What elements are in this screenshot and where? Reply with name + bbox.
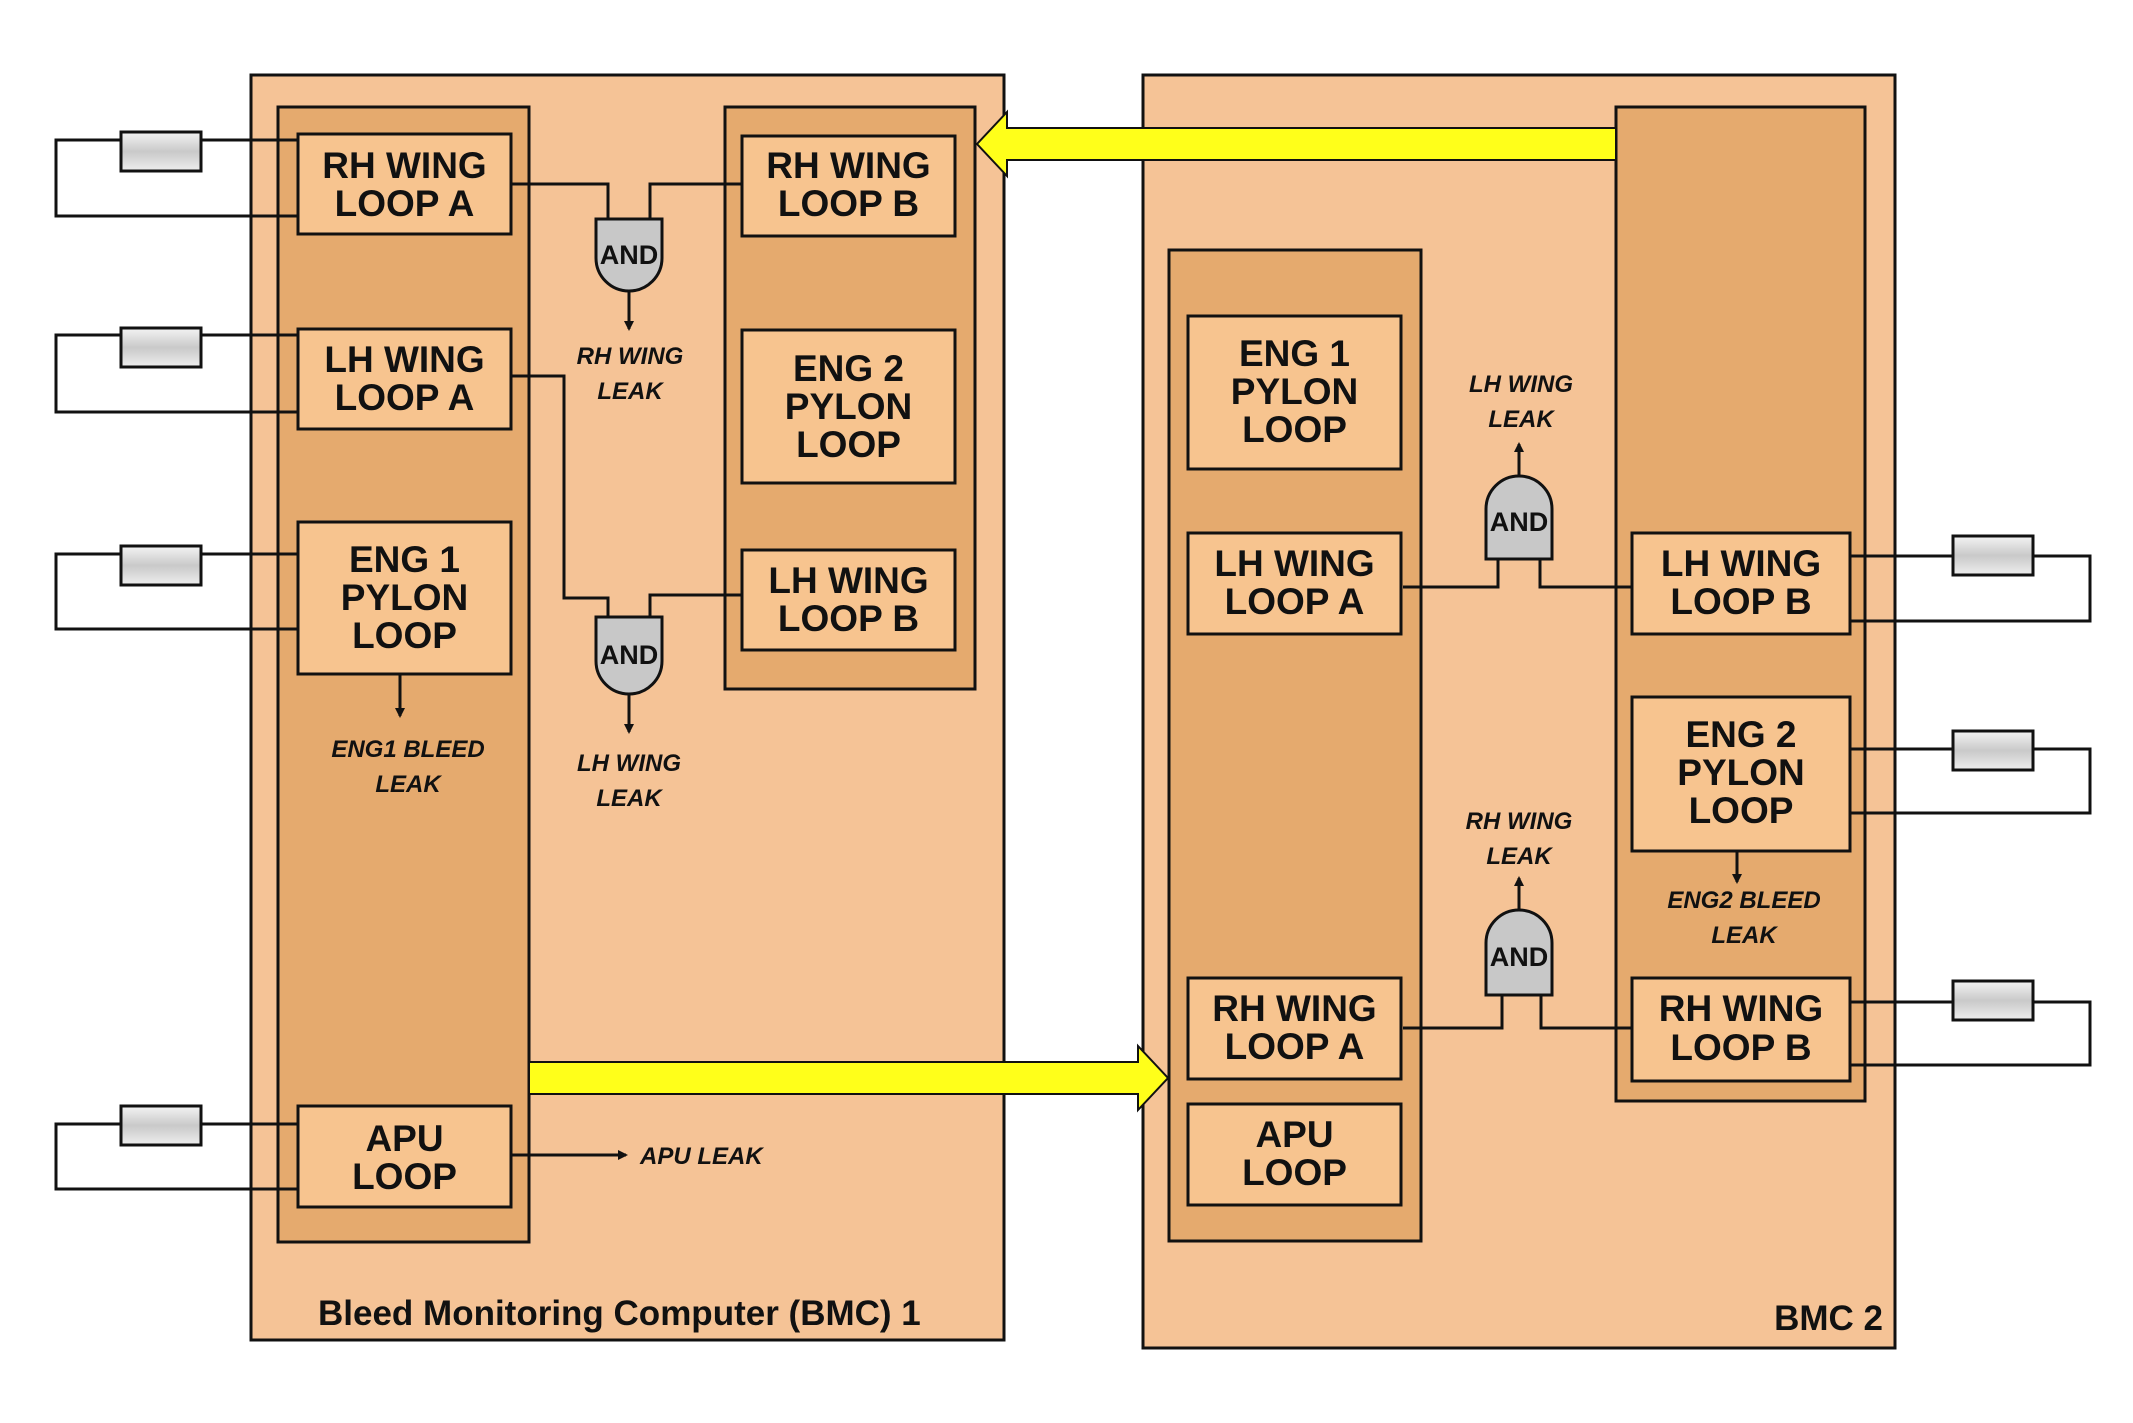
loop-label-line-2: LOOP: [352, 1156, 457, 1197]
output-label-line-2: LEAK: [597, 378, 664, 405]
sensor-loop-eng1-pylon: [54, 544, 298, 631]
loop-label-line-1: APU: [365, 1118, 443, 1159]
loop-label-line-2: PYLON: [785, 386, 912, 427]
output-label-line-2: LEAK: [1486, 843, 1553, 870]
and-gate-bmc2-lh-wing: AND: [1484, 474, 1554, 561]
sensor-element: [119, 1104, 203, 1147]
sensor-loop-lh-wing: [54, 326, 298, 414]
and-gate-bmc1-rh-wing: AND: [594, 217, 664, 293]
loop-label-line-2: LOOP A: [335, 377, 475, 418]
sensor-element: [119, 544, 203, 587]
loop-box-bmc2-lh-wing-b: LH WING LOOP B: [1630, 531, 1852, 636]
loop-box-bmc1-apu: APU LOOP: [296, 1104, 513, 1209]
bmc1-title: Bleed Monitoring Computer (BMC) 1: [318, 1294, 921, 1333]
loop-box-bmc2-eng1-pylon: ENG 1 PYLON LOOP: [1186, 314, 1403, 471]
loop-box-bmc1-eng1-pylon: ENG 1 PYLON LOOP: [296, 520, 513, 676]
loop-label-line-3: LOOP: [352, 615, 457, 656]
output-label-bmc1-rh-wing-leak: RH WING LEAK: [577, 343, 684, 405]
loop-label-line-1: ENG 1: [349, 539, 460, 580]
loop-label-line-2: LOOP: [1242, 1152, 1347, 1193]
sensor-element: [1951, 979, 2035, 1022]
bmc1-wiring: [395, 182, 742, 1160]
sensor-element: [1951, 729, 2035, 772]
loop-label-line-3: LOOP: [796, 424, 901, 465]
bmc2-sensors: [1850, 534, 2092, 1067]
sensor-loop-apu: [54, 1104, 298, 1191]
output-label-line-2: LEAK: [375, 771, 442, 798]
loop-label-line-1: ENG 2: [793, 348, 904, 389]
gate-label: AND: [600, 640, 659, 670]
loop-label-line-2: LOOP A: [335, 183, 475, 224]
loop-label-line-2: LOOP A: [1225, 581, 1365, 622]
output-label-bmc2-lh-wing-leak: LH WING LEAK: [1469, 371, 1573, 433]
loop-label-line-2: LOOP B: [778, 598, 919, 639]
loop-label-line-1: LH WING: [1661, 543, 1821, 584]
output-label-line-1: ENG1 BLEED: [331, 736, 484, 763]
loop-box-bmc2-eng2-pylon: ENG 2 PYLON LOOP: [1630, 695, 1852, 853]
output-label-line-1: LH WING: [1469, 371, 1573, 398]
bmc1-sensors: [54, 130, 298, 1191]
loop-box-bmc2-rh-wing-b: RH WING LOOP B: [1630, 976, 1852, 1083]
loop-box-bmc2-rh-wing-a: RH WING LOOP A: [1186, 976, 1403, 1081]
sensor-element: [1951, 534, 2035, 577]
loop-box-bmc1-eng2-pylon: ENG 2 PYLON LOOP: [740, 328, 957, 485]
loop-label-line-1: ENG 1: [1239, 333, 1350, 374]
loop-label-line-2: LOOP B: [1670, 581, 1811, 622]
bmc2-to-bmc1-arrow: [975, 109, 1617, 179]
loop-label-line-2: PYLON: [1231, 371, 1358, 412]
sensor-loop-rh-wing: [1850, 979, 2092, 1067]
bmc1-to-bmc2-arrow: [528, 1043, 1170, 1113]
loop-label-line-2: LOOP B: [1670, 1027, 1811, 1068]
sensor-element: [119, 326, 203, 369]
loop-box-bmc2-lh-wing-a: LH WING LOOP A: [1186, 531, 1403, 636]
loop-label-line-3: LOOP: [1242, 409, 1347, 450]
loop-box-bmc2-apu: APU LOOP: [1186, 1102, 1403, 1207]
output-label-bmc2-rh-wing-leak: RH WING LEAK: [1466, 808, 1573, 870]
sensor-loop-lh-wing: [1850, 534, 2092, 623]
loop-label-line-1: LH WING: [324, 339, 484, 380]
sensor-loop-rh-wing: [54, 130, 298, 218]
output-label-line-1: LH WING: [577, 750, 681, 777]
loop-label-line-1: RH WING: [1659, 988, 1823, 1029]
sensor-loop-eng2-pylon: [1850, 729, 2092, 815]
loop-label-line-1: LH WING: [768, 560, 928, 601]
bmc2-title: BMC 2: [1774, 1299, 1883, 1338]
bmc2-wiring: [1403, 442, 1742, 1030]
output-label-bmc2-eng2-bleed-leak: ENG2 BLEED LEAK: [1667, 887, 1820, 949]
loop-box-bmc1-rh-wing-a: RH WING LOOP A: [296, 132, 513, 236]
loop-label-line-1: ENG 2: [1685, 714, 1796, 755]
output-label-bmc1-lh-wing-leak: LH WING LEAK: [577, 750, 681, 812]
loop-label-line-1: RH WING: [1212, 988, 1376, 1029]
loop-label-line-1: LH WING: [1214, 543, 1374, 584]
loop-label-line-1: APU: [1255, 1114, 1333, 1155]
loop-label-line-2: LOOP A: [1225, 1026, 1365, 1067]
output-label-line-2: LEAK: [596, 785, 663, 812]
loop-label-line-2: LOOP B: [778, 183, 919, 224]
output-label-line-1: RH WING: [1466, 808, 1573, 835]
loop-box-bmc1-lh-wing-a: LH WING LOOP A: [296, 327, 513, 431]
loop-box-bmc1-rh-wing-b: RH WING LOOP B: [740, 134, 957, 238]
and-gate-bmc1-lh-wing: AND: [594, 615, 664, 696]
gate-label: AND: [1490, 507, 1549, 537]
loop-label-line-1: RH WING: [766, 145, 930, 186]
loop-label-line-2: PYLON: [1677, 752, 1804, 793]
output-label-line-1: RH WING: [577, 343, 684, 370]
gate-label: AND: [600, 240, 659, 270]
gate-label: AND: [1490, 942, 1549, 972]
loop-label-line-2: PYLON: [341, 577, 468, 618]
output-label-line-2: LEAK: [1711, 922, 1778, 949]
output-label-line-1: ENG2 BLEED: [1667, 887, 1820, 914]
output-label-bmc1-eng1-bleed-leak: ENG1 BLEED LEAK: [331, 736, 484, 798]
sensor-element: [119, 130, 203, 173]
output-label-line-2: LEAK: [1488, 406, 1555, 433]
loop-label-line-1: RH WING: [322, 145, 486, 186]
output-label-bmc1-apu-leak: APU LEAK: [639, 1143, 764, 1170]
and-gate-bmc2-rh-wing: AND: [1484, 908, 1554, 997]
loop-label-line-3: LOOP: [1689, 790, 1794, 831]
loop-box-bmc1-lh-wing-b: LH WING LOOP B: [740, 548, 957, 652]
